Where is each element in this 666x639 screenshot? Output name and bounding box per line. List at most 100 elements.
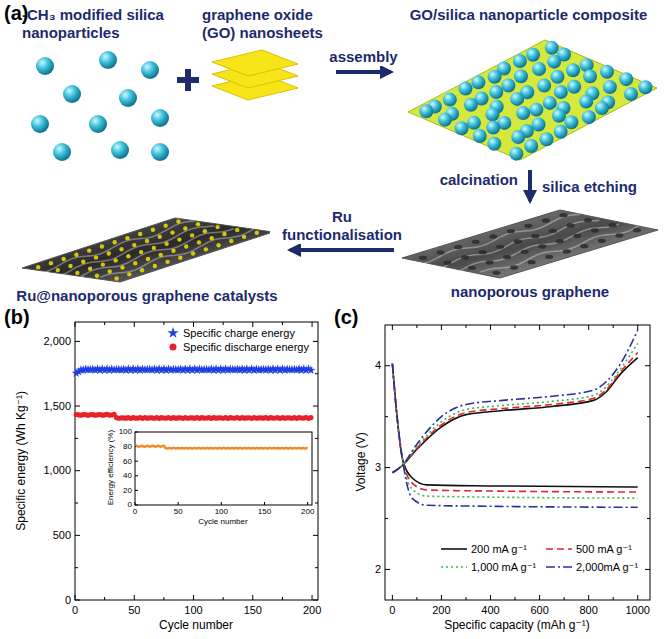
axis-tick bbox=[135, 432, 138, 433]
ru-particle bbox=[74, 253, 78, 257]
silica-sphere bbox=[511, 130, 525, 144]
axis-tick bbox=[221, 502, 222, 505]
ru-catalyst-illustration bbox=[22, 218, 273, 282]
discharge-curve bbox=[392, 364, 637, 498]
ru-particle bbox=[177, 237, 181, 241]
ru-particle bbox=[152, 246, 156, 250]
axis-tick bbox=[416, 597, 417, 600]
silica-sphere bbox=[526, 48, 540, 62]
axis-tick bbox=[307, 502, 308, 505]
legend-entry: 500 mA g⁻¹ bbox=[545, 543, 632, 556]
pore bbox=[489, 234, 497, 238]
tick-label: 50 bbox=[174, 507, 183, 516]
discharge-curve bbox=[392, 364, 637, 508]
axis-tick bbox=[588, 595, 589, 600]
silica-sphere bbox=[567, 80, 581, 94]
axis-title: Specific energy (Wh Kg⁻¹) bbox=[15, 391, 29, 531]
pore bbox=[486, 260, 494, 264]
ru-particle bbox=[153, 264, 157, 268]
legend-text: 200 mA g⁻¹ bbox=[471, 543, 527, 556]
tick-label: 4 bbox=[375, 359, 381, 372]
tick-label: 400 bbox=[481, 604, 499, 617]
axis-tick bbox=[75, 595, 76, 600]
sheet-ripple bbox=[81, 228, 234, 276]
axis-tick bbox=[647, 416, 650, 417]
graphene-sheet bbox=[402, 210, 658, 278]
ru-particle bbox=[81, 260, 85, 264]
axis-tick bbox=[315, 373, 318, 374]
efficiency-inset bbox=[135, 432, 312, 505]
tick-label: 80 bbox=[123, 442, 132, 451]
ru-particle bbox=[159, 253, 163, 257]
tick-label: 0 bbox=[128, 500, 132, 509]
silica-sphere bbox=[458, 82, 472, 96]
step-caption: nanoporous graphene bbox=[400, 283, 660, 301]
tick-label: 200 bbox=[303, 604, 321, 617]
silica-sphere bbox=[524, 139, 538, 153]
tick-label: 1000 bbox=[625, 604, 649, 617]
silica-sphere bbox=[489, 85, 503, 99]
pore bbox=[468, 266, 476, 270]
axis-tick bbox=[490, 325, 491, 330]
axis-tick bbox=[75, 535, 80, 536]
energy-chart bbox=[72, 322, 318, 600]
silica-sphere bbox=[554, 125, 568, 139]
step-caption: Ru@nanoporous graphene catalysts bbox=[10, 287, 284, 305]
silica-sphere bbox=[487, 137, 501, 151]
axis-tick bbox=[385, 518, 388, 519]
line-sample bbox=[441, 566, 467, 568]
pore bbox=[444, 261, 452, 265]
silica-sphere bbox=[53, 143, 71, 161]
ru-particle bbox=[113, 258, 117, 262]
composite-illustration bbox=[408, 40, 657, 161]
silica-sphere bbox=[603, 80, 617, 94]
axis-tick bbox=[515, 597, 516, 600]
step-label: Ru functionalisation bbox=[270, 208, 414, 244]
silica-sphere bbox=[111, 141, 129, 159]
silica-sphere bbox=[141, 61, 159, 79]
silica-sphere bbox=[638, 80, 652, 94]
ru-particle bbox=[94, 255, 98, 259]
line-sample bbox=[546, 548, 572, 550]
silica-sphere bbox=[566, 63, 580, 77]
ru-particle bbox=[203, 229, 207, 233]
sheet-ripple bbox=[100, 229, 253, 277]
tick-label: 150 bbox=[258, 507, 271, 516]
ru-particle bbox=[100, 244, 104, 248]
axis-tick bbox=[315, 503, 318, 504]
tick-label: 60 bbox=[123, 457, 132, 466]
axis-tick bbox=[441, 325, 442, 330]
legend-text: Specific charge energy bbox=[183, 327, 295, 339]
sheet-ripple bbox=[42, 221, 195, 273]
legend-text: Specific discharge energy bbox=[183, 341, 309, 353]
process-arrow bbox=[290, 248, 394, 252]
pore bbox=[493, 271, 501, 275]
pore bbox=[633, 228, 641, 232]
tick-label: Cycle number bbox=[198, 517, 247, 526]
ru-particle bbox=[196, 222, 200, 226]
ru-particle bbox=[146, 257, 150, 261]
ru-particle bbox=[183, 226, 187, 230]
axis-tick bbox=[385, 416, 388, 417]
axis-tick bbox=[134, 322, 135, 327]
silica-sphere bbox=[532, 117, 546, 131]
axis-tick bbox=[637, 325, 638, 330]
axis-tick bbox=[75, 600, 80, 601]
pore bbox=[615, 233, 623, 237]
axis-tick bbox=[313, 470, 318, 471]
axis-tick bbox=[193, 322, 194, 327]
pore bbox=[549, 229, 557, 233]
ru-particle bbox=[191, 251, 195, 255]
silica-sphere bbox=[564, 115, 578, 129]
legend-entry: Specific discharge energy bbox=[166, 341, 309, 353]
axis-tick bbox=[564, 325, 565, 328]
axis-tick bbox=[385, 365, 390, 366]
discharge-curve bbox=[392, 364, 637, 487]
axis-tick bbox=[75, 438, 78, 439]
axis-tick bbox=[385, 569, 390, 570]
ru-particle bbox=[132, 243, 136, 247]
legend-sample bbox=[166, 341, 180, 353]
silica-sphere bbox=[464, 98, 478, 112]
